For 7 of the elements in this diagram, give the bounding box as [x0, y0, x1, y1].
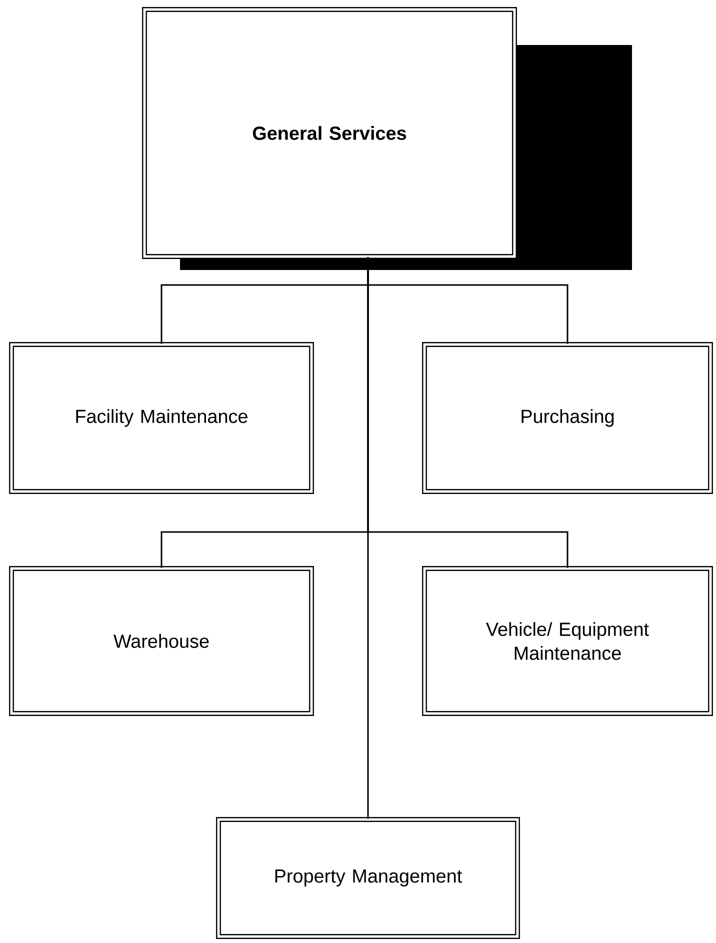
- org-box: General Services: [142, 7, 632, 270]
- connector-line: [367, 257, 369, 819]
- org-box: Vehicle/ Equipment Maintenance: [422, 566, 713, 716]
- org-box: Purchasing: [422, 342, 713, 494]
- org-box: Property Management: [216, 817, 520, 939]
- org-box: Warehouse: [9, 566, 314, 716]
- org-box: Facility Maintenance: [9, 342, 314, 494]
